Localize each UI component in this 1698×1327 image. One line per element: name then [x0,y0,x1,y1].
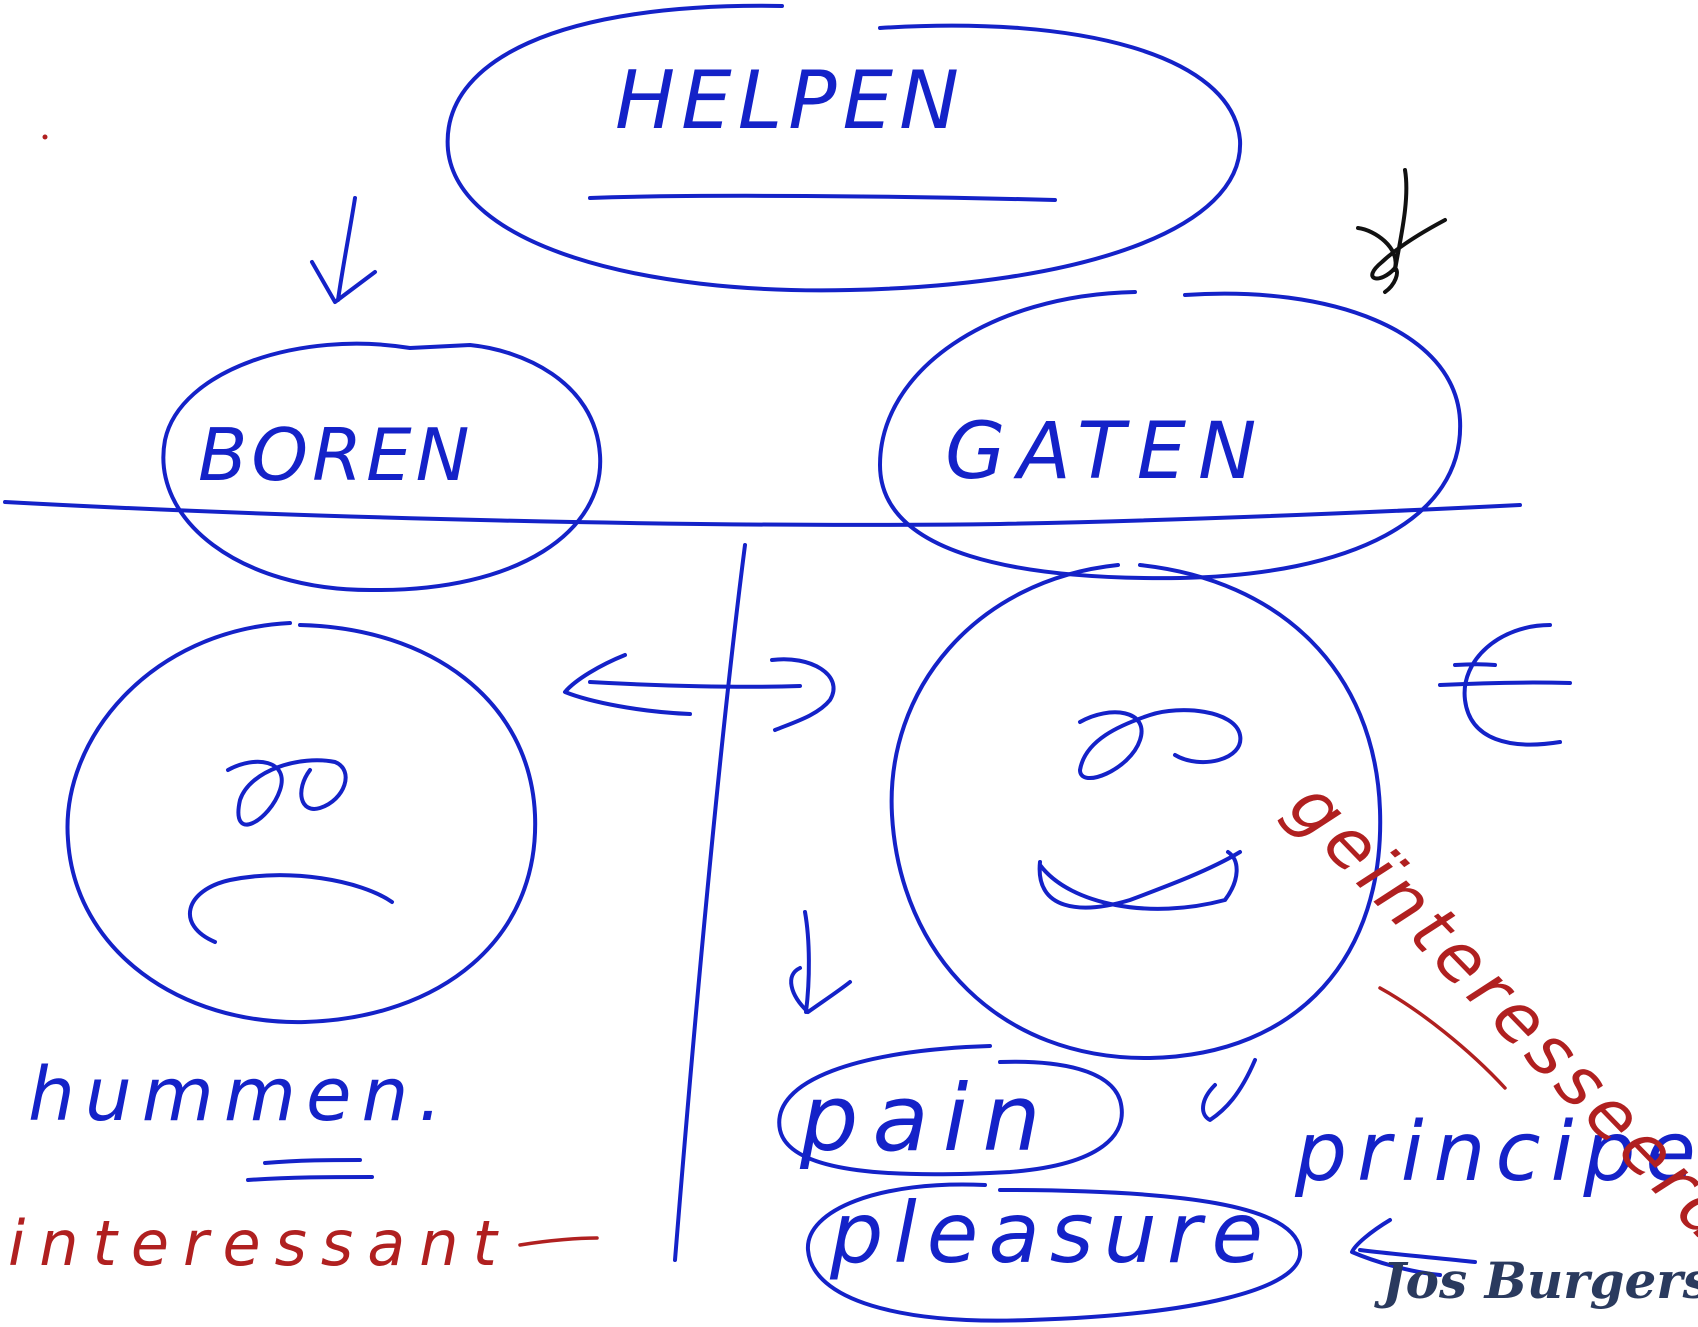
helpen-underline [588,193,1057,202]
arrow-down-icon [789,910,852,1014]
note-interessant: interessant [8,1207,511,1280]
sad-face-mouth [187,873,394,944]
pain-label: pain [799,1065,1055,1172]
gaten-node: GATEN [878,290,1463,581]
equals-sign [246,1158,374,1182]
arrow-down-icon [310,196,377,304]
sad-face-outline [65,621,538,1025]
red-slash [1378,986,1507,1090]
sad-face-eyes [226,758,348,827]
arrow-left-icon [1350,1218,1477,1277]
pain-oval [777,1044,1124,1177]
small-mark [1201,1058,1257,1122]
vertical-divider [673,543,747,1262]
happy-face-outline [889,563,1383,1061]
boren-oval [161,341,603,593]
gaten-oval [878,290,1463,581]
pain-node: pain [777,1044,1124,1177]
sad-face-icon [65,621,538,1025]
note-hummen: hummen. [28,1052,452,1138]
gaten-label: GATEN [945,407,1268,497]
helpen-oval [445,3,1243,293]
pleasure-label: pleasure [829,1184,1273,1282]
helpen-node: HELPEN [445,3,1243,293]
helpen-label: HELPEN [615,54,965,147]
note-principe: principe [1294,1105,1698,1200]
black-scribble [1356,168,1447,294]
euro-icon [1438,623,1572,747]
pleasure-oval [805,1182,1303,1323]
stray-dot [42,134,48,140]
horizontal-divider [3,500,1522,527]
happy-face-mouth [1037,850,1242,911]
boren-label: BOREN [198,413,473,497]
signature: Jos Burgers [1374,1251,1698,1310]
happy-face-icon [889,563,1383,1061]
happy-face-eyes [1078,708,1243,781]
interessant-tail [518,1236,599,1247]
pleasure-node: pleasure [805,1182,1303,1323]
boren-node: BOREN [161,341,603,593]
double-arrow-icon [563,653,836,732]
